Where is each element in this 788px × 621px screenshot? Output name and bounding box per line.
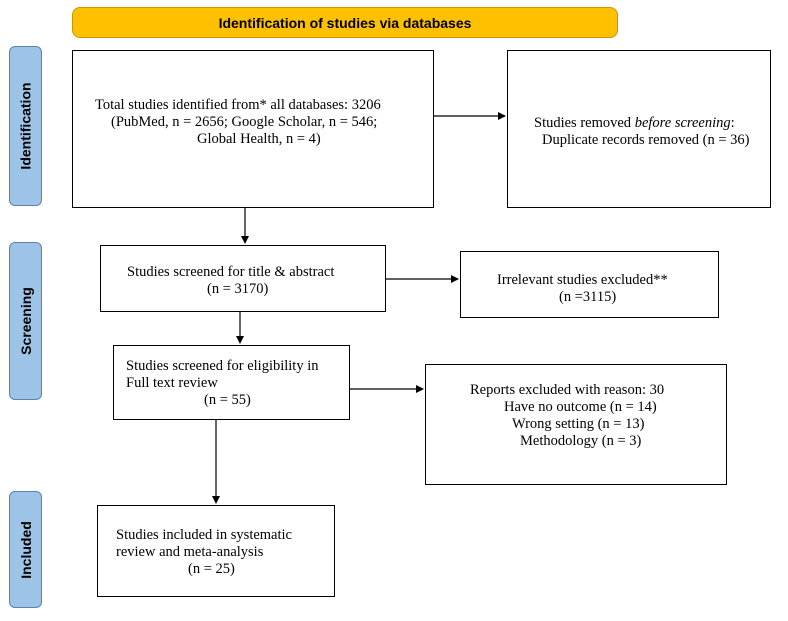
phase-screening: Screening — [9, 242, 42, 400]
box-irrelevant-excluded: Irrelevant studies excluded** (n =3115) — [460, 251, 719, 318]
irrelevant-count: (n =3115) — [559, 289, 617, 305]
removed-duplicates: Duplicate records removed (n = 36) — [542, 132, 750, 148]
box-records-identified: Total studies identified from* all datab… — [72, 50, 434, 208]
included-label: Studies included in systematic — [116, 527, 292, 543]
screened-title-count: (n = 3170) — [207, 281, 269, 297]
removed-heading-prefix: Studies removed — [534, 115, 635, 131]
identified-total: Total studies identified from* all datab… — [95, 97, 381, 113]
included-label-cont: review and meta-analysis — [116, 544, 264, 560]
removed-heading-suffix: : — [730, 115, 735, 131]
excluded-total: Reports excluded with reason: 30 — [470, 382, 665, 398]
eligibility-count: (n = 55) — [204, 392, 251, 408]
excluded-wrong-setting: Wrong setting (n = 13) — [512, 416, 645, 432]
identified-sources-cont: Global Health, n = 4) — [197, 131, 321, 147]
identified-sources: (PubMed, n = 2656; Google Scholar, n = 5… — [111, 114, 378, 130]
excluded-methodology: Methodology (n = 3) — [520, 433, 642, 449]
phase-identification-label: Identification — [17, 82, 34, 170]
irrelevant-label: Irrelevant studies excluded** — [497, 272, 668, 288]
phase-identification: Identification — [9, 46, 42, 206]
box-screened-title-abstract: Studies screened for title & abstract (n… — [100, 245, 386, 312]
flow-header: Identification of studies via databases — [72, 7, 618, 38]
eligibility-label-cont: Full text review — [126, 375, 218, 391]
screened-title-label: Studies screened for title & abstract — [127, 264, 335, 280]
removed-heading: Studies removed before screening: — [508, 115, 770, 132]
box-studies-included: Studies included in systematic review an… — [97, 505, 335, 597]
included-count: (n = 25) — [188, 561, 235, 577]
flow-header-title: Identification of studies via databases — [218, 14, 472, 31]
box-reports-excluded: Reports excluded with reason: 30 Have no… — [425, 364, 727, 485]
box-records-removed: Studies removed before screening: Duplic… — [507, 50, 771, 208]
phase-included: Included — [9, 491, 42, 608]
excluded-no-outcome: Have no outcome (n = 14) — [504, 399, 657, 415]
eligibility-label: Studies screened for eligibility in — [126, 358, 319, 374]
phase-included-label: Included — [17, 520, 34, 579]
removed-heading-italic: before screening — [634, 115, 731, 131]
phase-screening-label: Screening — [17, 287, 34, 355]
box-eligibility-review: Studies screened for eligibility in Full… — [113, 345, 350, 420]
